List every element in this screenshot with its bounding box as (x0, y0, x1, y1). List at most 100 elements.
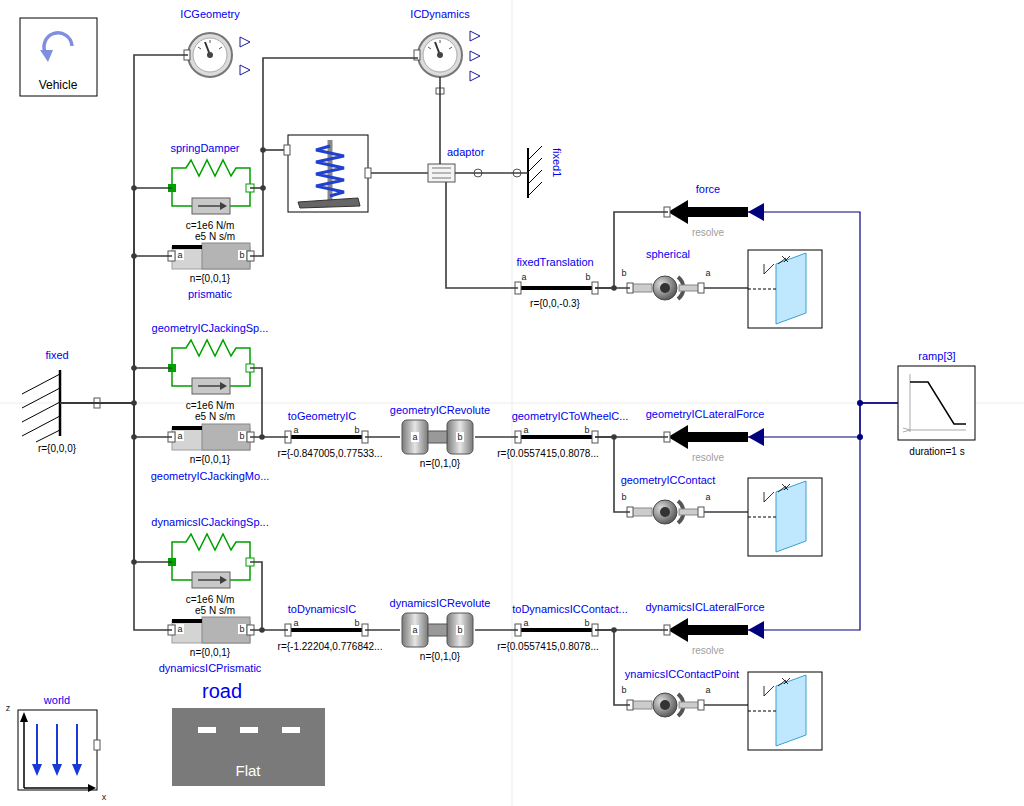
spherical-joint (627, 500, 704, 524)
icon-text: Flat (235, 762, 260, 779)
component-name: force (696, 183, 720, 196)
component-name: ICDynamics (410, 8, 469, 21)
suspension-icon (288, 135, 368, 212)
frame-port-label: a (411, 625, 418, 635)
junction-dot (131, 147, 617, 633)
component-name: toGeometryIC (288, 410, 356, 423)
gauge-sensor: ICGeometry (188, 33, 232, 77)
adaptor-block (432, 168, 451, 178)
frame-port-label: a (523, 618, 528, 628)
resolve-text: resolve (692, 452, 724, 464)
component-name: ICGeometry (180, 8, 239, 21)
frame-port-label: a (411, 432, 418, 442)
frame-connector (60, 403, 172, 437)
spring-damper: springDamperc=1e6 N/me5 N s/m (172, 158, 250, 218)
world-frame (18, 710, 97, 790)
frame-connector (250, 58, 418, 256)
ramp-source (903, 428, 910, 432)
fixed-ground: fixed1 (528, 148, 542, 198)
frame-port-label: b (585, 272, 590, 282)
frame-connector (60, 368, 172, 403)
spherical-joint: geometryICContact (630, 497, 700, 527)
component-name: prismatic (188, 288, 232, 301)
parameter-text: c=1e6 N/m (186, 400, 235, 412)
prismatic-joint (168, 243, 254, 269)
parameter-text: r={-1.22204,0.776842... (278, 641, 383, 653)
revolute-joint (402, 613, 473, 647)
component-name: road (202, 680, 242, 703)
parameter-text: n={0,0,1} (190, 273, 230, 285)
road-surface (282, 727, 300, 733)
world-frame (88, 784, 96, 792)
parameter-text: e5 N s/m (195, 231, 235, 243)
signal-connector (748, 403, 898, 630)
frame-connector (250, 436, 288, 438)
suspension-icon (284, 135, 371, 212)
prismatic-joint (168, 617, 254, 643)
prismatic-joint (168, 243, 254, 643)
parameter-text: r={-0.847005,0.77533... (278, 448, 383, 460)
parameter-text: n={0,1,0} (420, 651, 460, 663)
component-name: geometryICLateralForce (646, 408, 765, 421)
frame-port-label: b (621, 685, 626, 695)
frame-port-label: b (354, 425, 359, 435)
force-arrow (664, 425, 748, 449)
road-surface (240, 727, 258, 733)
frame-port-label: b (584, 425, 589, 435)
frame-connector (446, 182, 518, 288)
gauge-sensor: ICDynamics (418, 33, 462, 77)
frame-wire (700, 511, 748, 513)
frame-port-label: a (705, 268, 710, 278)
gauge-sensor (240, 65, 250, 75)
component-name: toDynamicsICContact... (512, 603, 628, 616)
frame-port-label: b (456, 432, 463, 442)
resolve-text: resolve (692, 227, 724, 239)
frame-connector (365, 629, 400, 631)
parameter-text: e5 N s/m (195, 605, 235, 617)
vehicle-icon (20, 18, 97, 96)
fixed-ground (22, 146, 542, 442)
frame-port-label: b (621, 268, 626, 278)
gauge-sensor (470, 31, 480, 41)
force-arrow: dynamicsICLateralForceresolve (668, 618, 748, 642)
fixed-translation: toDynamicsICContact...r={0.0557415,0.807… (518, 624, 595, 636)
frame-port-label: a (176, 624, 183, 634)
contact-plane (748, 250, 822, 328)
parameter-text: r={0.0557415,0.8078... (497, 641, 598, 653)
frame-connector (439, 77, 441, 164)
frame-port-label: b (354, 618, 359, 628)
axis-label: z (6, 703, 11, 713)
frame-port-label: b (456, 625, 463, 635)
force-arrow (664, 200, 748, 224)
component-name: geometryICJackingSp... (152, 322, 269, 335)
world-frame (32, 764, 82, 776)
parameter-text: n={0,0,1} (190, 647, 230, 659)
component-name: adaptor (447, 146, 484, 159)
spherical-joint: ynamicsICContactPoint (630, 690, 700, 720)
frame-connector (455, 172, 528, 174)
road-surface (172, 708, 325, 786)
vehicle-icon: Vehicle (20, 18, 97, 96)
ramp-source (908, 374, 966, 432)
gauge-sensor (470, 71, 480, 81)
force-arrow: forceresolve (668, 200, 748, 224)
gauge-sensor (184, 33, 232, 77)
parameter-text: c=1e6 N/m (186, 594, 235, 606)
spherical-joint (627, 693, 704, 717)
revolute-joint (402, 420, 473, 647)
spring-damper (168, 158, 254, 218)
vehicle-icon (40, 50, 53, 62)
fixed-ground (22, 374, 60, 442)
world-frame (18, 710, 100, 792)
fixed-ground (528, 146, 542, 196)
signal-connector (748, 403, 898, 437)
component-name: geometryICContact (621, 474, 716, 487)
spring-damper: geometryICJackingSp...c=1e6 N/me5 N s/m (172, 338, 250, 398)
ramp-source (898, 366, 975, 440)
spring-damper: dynamicsICJackingSp...c=1e6 N/me5 N s/m (172, 532, 250, 592)
